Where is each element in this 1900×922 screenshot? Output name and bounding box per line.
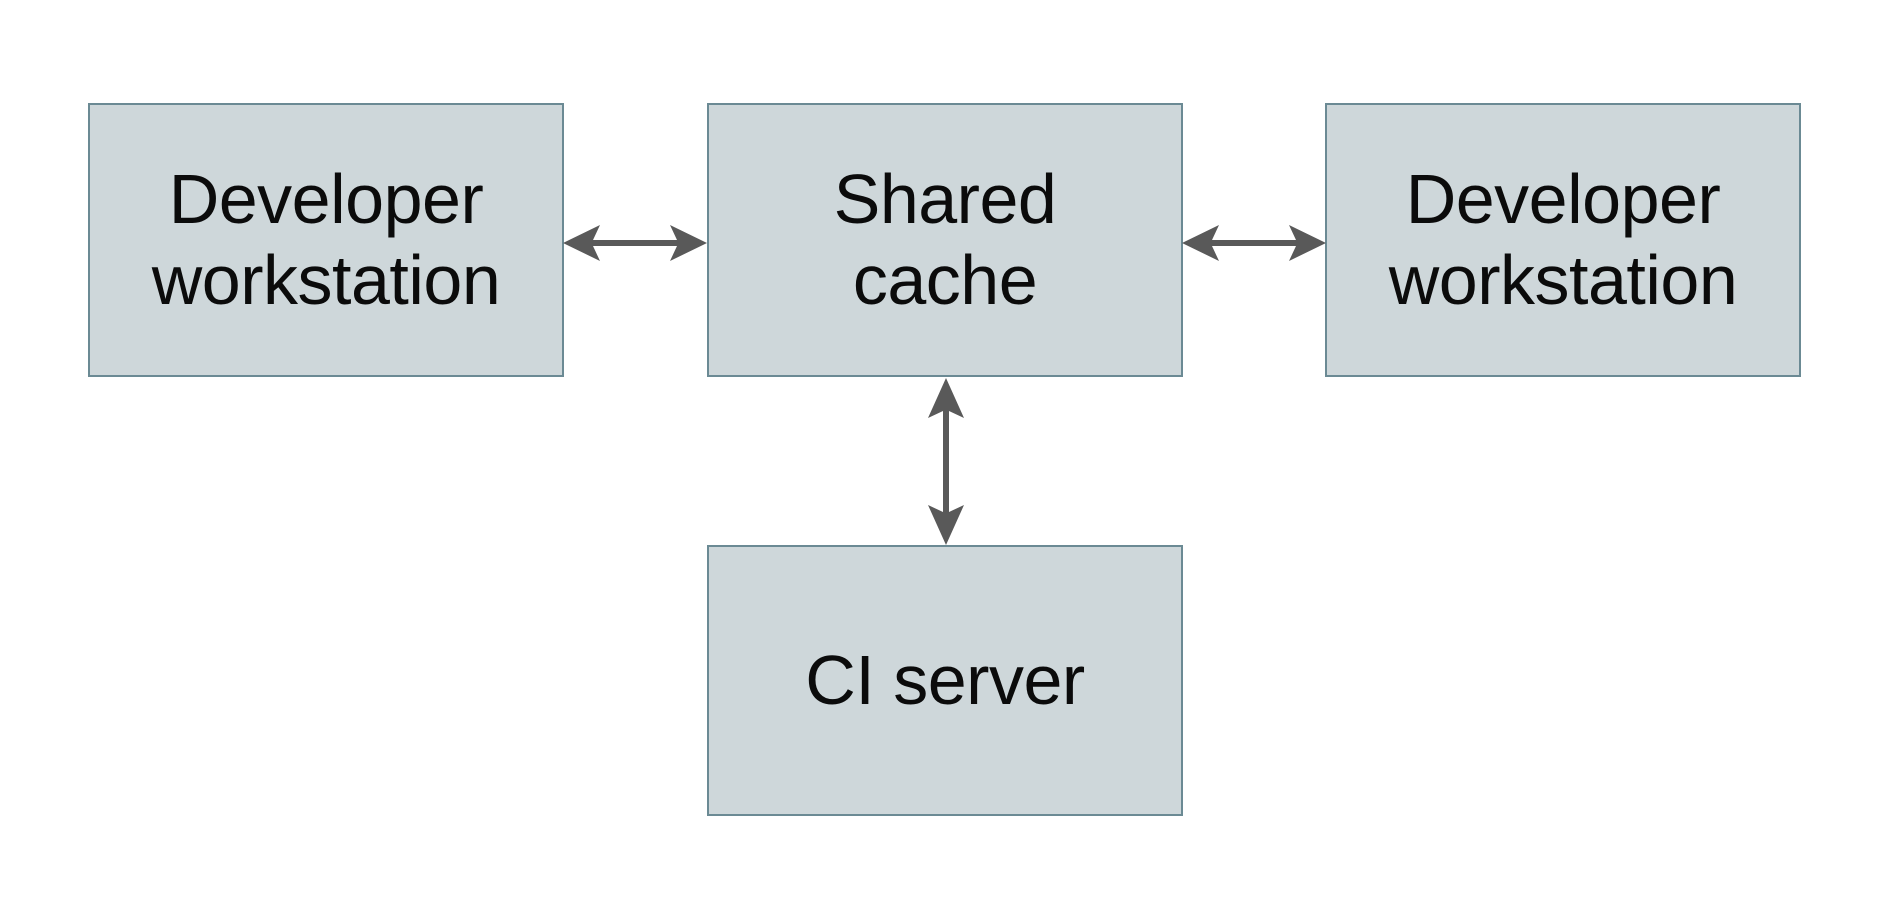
node-ci-server[interactable]: CI server	[707, 545, 1183, 816]
connector-shared-cache-to-dev-right	[1179, 212, 1329, 274]
double-arrow-vertical-icon	[928, 378, 964, 545]
node-developer-workstation-right[interactable]: Developer workstation	[1325, 103, 1801, 377]
double-arrow-horizontal-icon	[1182, 225, 1326, 261]
node-label: CI server	[805, 640, 1085, 719]
double-arrow-horizontal-icon	[563, 225, 707, 261]
node-label: Shared cache	[833, 159, 1057, 319]
node-label: Developer workstation	[151, 159, 501, 319]
node-developer-workstation-left[interactable]: Developer workstation	[88, 103, 564, 377]
node-shared-cache[interactable]: Shared cache	[707, 103, 1183, 377]
node-label: Developer workstation	[1388, 159, 1738, 319]
connector-shared-cache-to-ci-server	[915, 374, 977, 549]
connector-dev-left-to-shared-cache	[560, 212, 710, 274]
